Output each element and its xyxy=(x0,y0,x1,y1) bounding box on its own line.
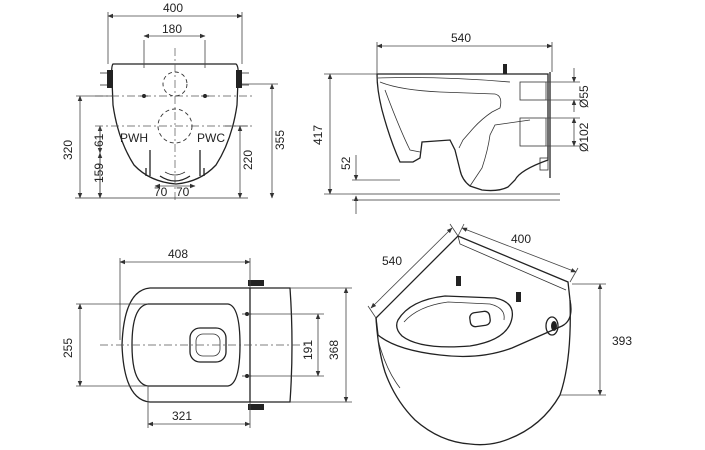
dim-height-159: 159 xyxy=(92,163,106,183)
dim-height-220: 220 xyxy=(241,150,255,170)
dim-top-hole-spacing: 191 xyxy=(301,340,315,360)
dim-pipe-small: Ø55 xyxy=(577,85,591,108)
dim-iso-width: 400 xyxy=(511,232,531,246)
side-nozzle-icon xyxy=(503,64,507,74)
iso-view: 540 400 393 xyxy=(367,223,632,446)
side-outlet-small xyxy=(519,81,547,101)
dim-offset-right: 70 xyxy=(176,185,190,199)
dim-drain-height: 52 xyxy=(339,156,353,170)
dim-height-355: 355 xyxy=(273,130,287,150)
top-drain-icon xyxy=(189,327,227,363)
dim-top-length: 408 xyxy=(168,247,188,261)
dim-bolt-spacing: 180 xyxy=(162,22,182,36)
dim-offset-left: 70 xyxy=(154,185,168,199)
front-holes xyxy=(140,94,209,98)
dim-top-width-bottom: 321 xyxy=(172,409,192,423)
side-body-outline xyxy=(376,73,549,192)
dim-iso-depth: 540 xyxy=(382,254,402,268)
front-outlet-hidden xyxy=(162,71,188,97)
top-bowl-outline xyxy=(131,303,241,387)
side-view: 540 417 52 Ø55 Ø102 xyxy=(311,31,591,214)
dim-height-61: 61 xyxy=(92,133,106,147)
dim-top-inner-width: 255 xyxy=(61,338,75,358)
label-pwh: PWH xyxy=(120,131,148,145)
label-pwc: PWC xyxy=(197,131,225,145)
front-drain-hidden xyxy=(157,108,193,144)
top-body-outline xyxy=(121,287,251,403)
dim-front-width: 400 xyxy=(163,1,183,15)
side-outlet-large xyxy=(519,117,547,147)
dim-top-total-width: 368 xyxy=(327,340,341,360)
dim-iso-height: 393 xyxy=(612,334,632,348)
dim-pipe-large: Ø102 xyxy=(577,122,591,152)
iso-nozzle-left-icon xyxy=(456,276,461,286)
iso-top-surface xyxy=(375,235,572,358)
iso-drain-icon xyxy=(469,310,491,328)
iso-bowl-opening xyxy=(396,295,514,348)
dim-side-height: 417 xyxy=(311,125,325,145)
left-bolt-icon xyxy=(107,70,113,88)
top-view: 408 321 255 191 368 xyxy=(61,247,352,428)
dim-side-length: 540 xyxy=(451,31,471,45)
iso-side-knob-icon xyxy=(545,316,559,336)
dim-height-320: 320 xyxy=(61,140,75,160)
right-bolt-icon xyxy=(236,70,242,88)
front-view: 400 180 320 61 159 220 355 PWH PWC 70 70 xyxy=(61,1,287,200)
iso-nozzle-right-icon xyxy=(516,292,521,302)
